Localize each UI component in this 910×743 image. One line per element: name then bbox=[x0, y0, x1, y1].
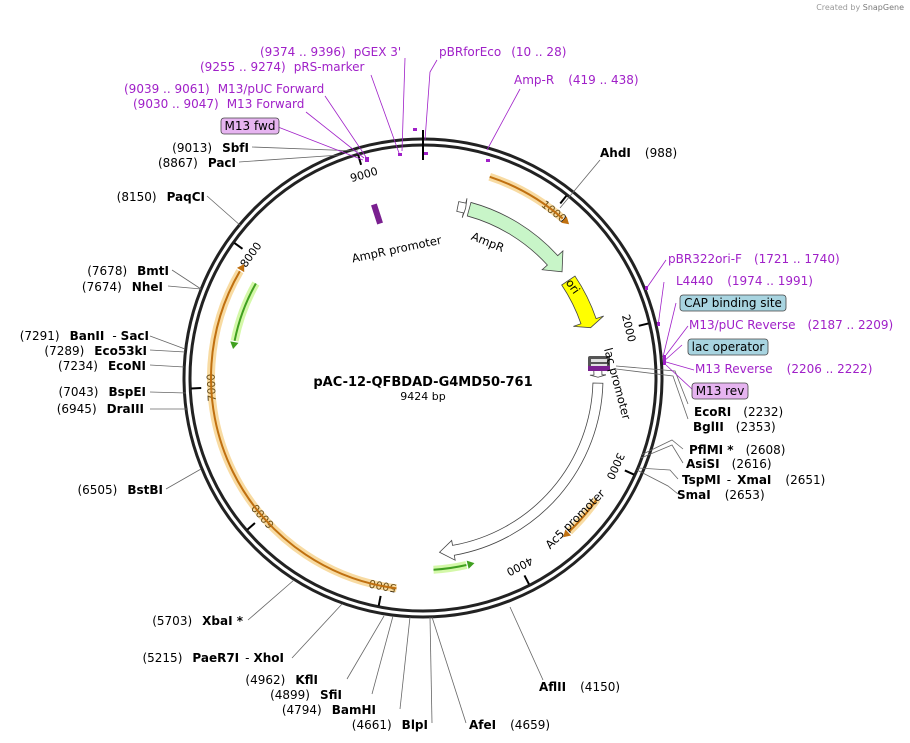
lac-operator-label: lac operator bbox=[692, 340, 765, 354]
tick-mark bbox=[624, 469, 635, 476]
enzyme-label: (9013)SbfI bbox=[172, 141, 249, 155]
orf-arrow-4 bbox=[236, 263, 245, 273]
lac-promoter-label: lac promoter bbox=[601, 346, 634, 421]
orf-arc-3 bbox=[433, 564, 467, 571]
orf-arrow-3 bbox=[466, 560, 475, 569]
tick-label: 9000 bbox=[349, 165, 380, 185]
orf-arc-5 bbox=[233, 282, 257, 342]
primer-label: M13 Reverse(2206 .. 2222) bbox=[695, 362, 872, 376]
enzyme-label: PflMI *(2608) bbox=[689, 443, 785, 457]
enzyme-label: (5703)XbaI * bbox=[152, 614, 243, 628]
credit: Created by SnapGene bbox=[816, 3, 904, 12]
tick-mark bbox=[377, 595, 382, 606]
tick-mark bbox=[357, 154, 363, 166]
enzyme-label: (6505)BstBI bbox=[77, 483, 163, 497]
primer-label: (9030 .. 9047)M13 Forward bbox=[133, 97, 304, 111]
tick-label: 2000 bbox=[619, 313, 638, 343]
primer-labels: (9374 .. 9396)pGEX 3' pBRforEco(10 .. 28… bbox=[124, 45, 893, 376]
primer-label: M13/pUC Reverse(2187 .. 2209) bbox=[689, 318, 893, 332]
tick-label: 4000 bbox=[504, 554, 535, 578]
enzyme-label: SmaI(2653) bbox=[677, 488, 765, 502]
enzyme-labels: AhdI(988) EcoRI(2232) BglII(2353) PflMI … bbox=[469, 146, 825, 732]
enzyme-label: (8867)PacI bbox=[158, 156, 236, 170]
enzyme-label: (4899)SfiI bbox=[270, 688, 342, 702]
primer-leader-lines bbox=[277, 57, 695, 391]
ampr-promoter-arrow bbox=[456, 198, 468, 218]
enzyme-label: (7678)BmtI bbox=[87, 264, 169, 278]
enzyme-labels-left: (4661)BlpI (4794)BamHI (4899)SfiI (4962)… bbox=[20, 141, 428, 732]
plasmid-length: 9424 bp bbox=[400, 390, 445, 403]
enzyme-label: (8150)PaqCI bbox=[117, 190, 205, 204]
primer-label: Amp-R(419 .. 438) bbox=[514, 73, 639, 87]
orf-arc-5-glow bbox=[230, 281, 260, 342]
enzyme-label: BglII(2353) bbox=[693, 420, 776, 434]
orf-arc-2 bbox=[568, 498, 598, 533]
cap-box: CAP binding site bbox=[679, 294, 787, 312]
tick-label: 3000 bbox=[604, 451, 627, 482]
tick-mark bbox=[638, 322, 649, 327]
primer-label: (9374 .. 9396)pGEX 3' bbox=[260, 45, 401, 59]
orf-arc-4 bbox=[210, 270, 397, 590]
m13-fwd-box: M13 fwd bbox=[220, 117, 280, 135]
enzyme-label: (4962)KflI bbox=[245, 673, 318, 687]
enzyme-label: AhdI(988) bbox=[600, 146, 677, 160]
enzyme-label: AflII(4150) bbox=[539, 680, 620, 694]
tick-mark bbox=[246, 522, 256, 531]
enzyme-label: (7234)EcoNI bbox=[58, 359, 146, 373]
m13-fwd-label: M13 fwd bbox=[225, 119, 276, 133]
enzyme-label: AfeI(4659) bbox=[469, 718, 550, 732]
plasmid-name: pAC-12-QFBDAD-G4MD50-761 bbox=[313, 375, 532, 390]
orf-arc-1 bbox=[489, 175, 564, 220]
orf-arrow-1 bbox=[561, 216, 570, 225]
lac-operator-box: lac operator bbox=[687, 338, 769, 356]
primer-label: pBRforEco(10 .. 28) bbox=[439, 45, 566, 59]
feature-group bbox=[207, 172, 607, 593]
tick-mark bbox=[559, 195, 568, 205]
ampr-promoter-label: AmpR promoter bbox=[350, 233, 443, 266]
enzyme-label: (7291)BanII-SacI bbox=[20, 329, 149, 343]
enzyme-label: (4661)BlpI bbox=[352, 718, 428, 732]
tick-mark bbox=[233, 242, 244, 250]
cap-label: CAP binding site bbox=[684, 296, 782, 310]
enzyme-label: (7674)NheI bbox=[82, 280, 163, 294]
orf-arrow-2 bbox=[563, 529, 572, 538]
enzyme-label: (6945)DraIII bbox=[57, 402, 144, 416]
ampr-arrow bbox=[466, 201, 564, 273]
enzyme-label: (4794)BamHI bbox=[282, 703, 376, 717]
enzyme-label: TspMI-XmaI(2651) bbox=[682, 473, 825, 487]
primer-label: (9255 .. 9274)pRS-marker bbox=[200, 60, 364, 74]
enzyme-label: (5215)PaeR7I-XhoI bbox=[142, 651, 284, 665]
m13-rev-box: M13 rev bbox=[691, 382, 749, 400]
enzyme-label: (7043)BspEI bbox=[59, 385, 146, 399]
primer-label: pBR322ori-F(1721 .. 1740) bbox=[668, 252, 840, 266]
enzyme-label: (7289)Eco53kI bbox=[44, 344, 147, 358]
credit-prefix: Created by bbox=[816, 3, 861, 12]
primer-label: L4440(1974 .. 1991) bbox=[676, 274, 813, 288]
enzyme-label: EcoRI(2232) bbox=[694, 405, 783, 419]
primer-marks bbox=[365, 128, 666, 371]
ori-arrow bbox=[561, 275, 604, 329]
orf-arrow-5 bbox=[230, 341, 239, 349]
enzyme-label: AsiSI(2616) bbox=[686, 457, 772, 471]
tick-mark bbox=[523, 574, 530, 585]
enzyme-leader-lines bbox=[149, 146, 689, 724]
primer-label: (9039 .. 9061)M13/pUC Forward bbox=[124, 82, 324, 96]
credit-brand: SnapGene bbox=[862, 3, 904, 12]
ampr-label: AmpR bbox=[469, 229, 506, 255]
m13-rev-label: M13 rev bbox=[696, 384, 745, 398]
ac5-promoter-arrow bbox=[438, 382, 604, 561]
